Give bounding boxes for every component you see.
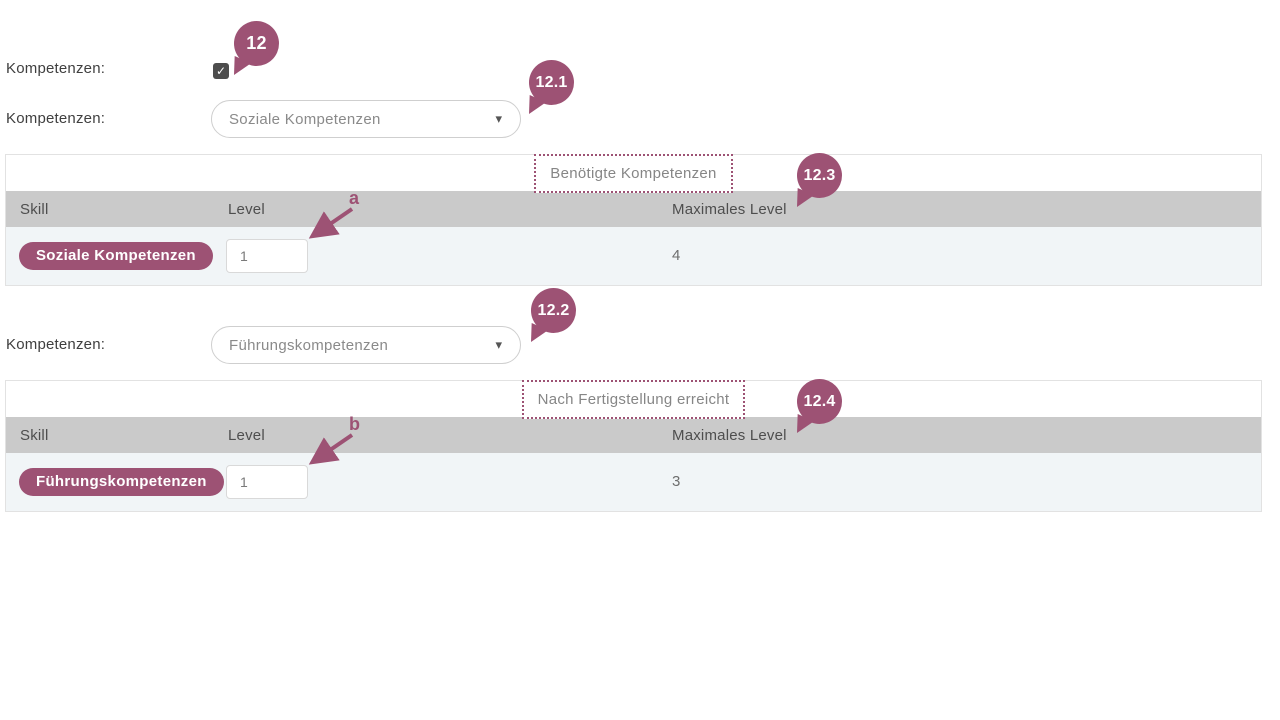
table-title: Nach Fertigstellung erreicht xyxy=(521,379,746,419)
chevron-down-icon: ▾ xyxy=(495,337,502,352)
benoetigte-kompetenzen-table: Benötigte Kompetenzen Skill Level Maxima… xyxy=(5,153,1262,286)
checkmark-icon: ✓ xyxy=(215,64,227,78)
kompetenzen-select-label-2: Kompetenzen: xyxy=(6,336,106,353)
nach-fertigstellung-table: Nach Fertigstellung erreicht Skill Level… xyxy=(5,379,1262,512)
annotation-badge-12-1: 12.1 xyxy=(529,60,574,105)
skill-badge: Soziale Kompetenzen xyxy=(19,242,213,270)
annotation-badge-12: 12 xyxy=(234,21,279,66)
kompetenzen-select-label-1: Kompetenzen: xyxy=(6,110,106,127)
level-input-b[interactable] xyxy=(226,465,308,499)
table-title: Benötigte Kompetenzen xyxy=(534,153,733,193)
column-header-skill: Skill xyxy=(20,426,49,444)
table-title-row: Benötigte Kompetenzen xyxy=(6,153,1261,193)
column-header-skill: Skill xyxy=(20,200,49,218)
kompetenzen-select-1-value: Soziale Kompetenzen xyxy=(229,110,381,128)
table-header-row: Skill Level Maximales Level xyxy=(6,417,1261,453)
table-title-row: Nach Fertigstellung erreicht xyxy=(6,379,1261,419)
annotation-badge-12-3: 12.3 xyxy=(797,153,842,198)
annotation-badge-12-2: 12.2 xyxy=(531,288,576,333)
column-header-maximales-level: Maximales Level xyxy=(672,200,787,218)
table-row: Führungskompetenzen 3 xyxy=(6,453,1261,511)
kompetenzen-select-2-value: Führungskompetenzen xyxy=(229,336,389,354)
maximales-level-value: 4 xyxy=(672,247,681,264)
column-header-level: Level xyxy=(228,200,265,218)
kompetenzen-select-2[interactable]: Führungskompetenzen ▾ xyxy=(211,326,521,364)
chevron-down-icon: ▾ xyxy=(495,111,502,126)
column-header-level: Level xyxy=(228,426,265,444)
table-header-row: Skill Level Maximales Level xyxy=(6,191,1261,227)
maximales-level-value: 3 xyxy=(672,473,681,490)
kompetenzen-select-1[interactable]: Soziale Kompetenzen ▾ xyxy=(211,100,521,138)
kompetenzen-checkbox[interactable]: ✓ xyxy=(213,63,229,79)
level-input-a[interactable] xyxy=(226,239,308,273)
column-header-maximales-level: Maximales Level xyxy=(672,426,787,444)
skill-badge: Führungskompetenzen xyxy=(19,468,224,496)
annotation-badge-12-4: 12.4 xyxy=(797,379,842,424)
table-row: Soziale Kompetenzen 4 xyxy=(6,227,1261,285)
kompetenzen-checkbox-label: Kompetenzen: xyxy=(6,60,106,77)
